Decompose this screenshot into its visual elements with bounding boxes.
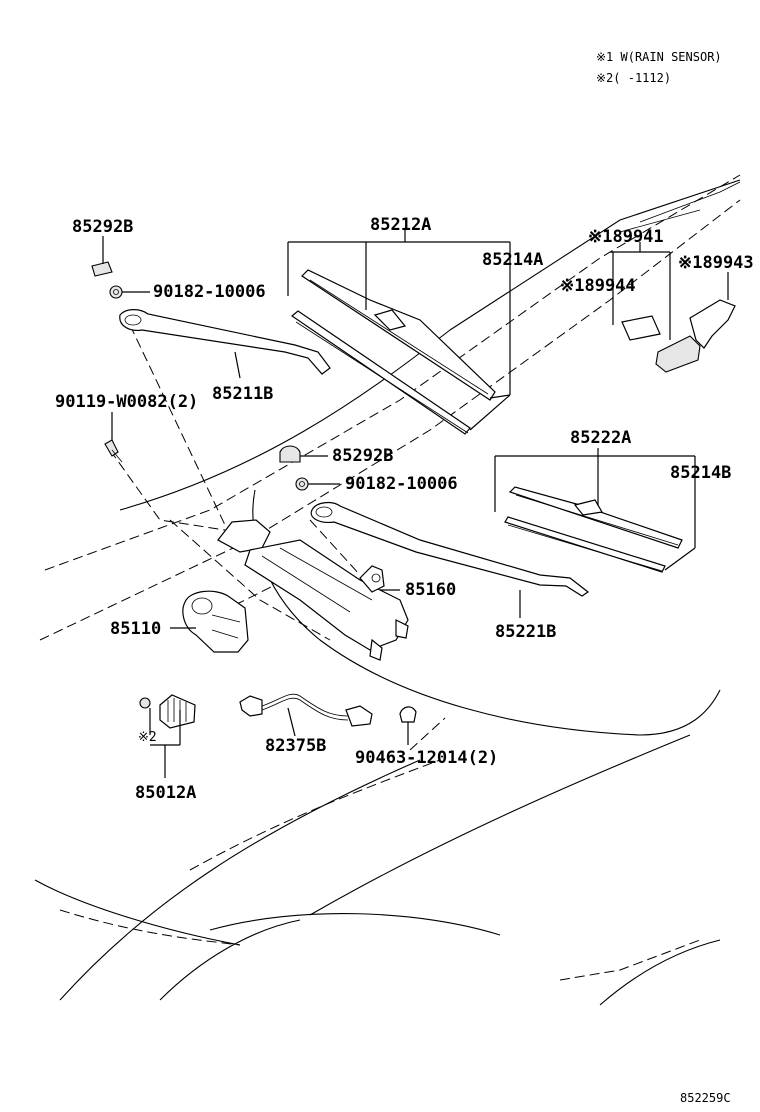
rain-sensor-parts[interactable] xyxy=(619,181,741,373)
label-85221B[interactable]: 85221B xyxy=(495,622,556,642)
label-90182-top[interactable]: 90182-10006 xyxy=(153,282,266,302)
label-85110[interactable]: 85110 xyxy=(110,619,161,639)
label-85160[interactable]: 85160 xyxy=(405,580,456,600)
washer-hose-82375B[interactable] xyxy=(239,693,373,727)
leader-lines xyxy=(102,230,729,778)
note-rain-sensor: ※1 W(RAIN SENSOR) xyxy=(596,50,722,64)
label-89944[interactable]: ※189944 xyxy=(560,276,636,296)
label-90119[interactable]: 90119-W0082(2) xyxy=(55,392,198,412)
part-labels: ※1 W(RAIN SENSOR) ※2( -1112) 85292B 9018… xyxy=(55,50,754,1105)
label-89943[interactable]: ※189943 xyxy=(678,253,754,273)
label-85292B-top[interactable]: 85292B xyxy=(72,217,133,237)
wiper-motor-85110[interactable] xyxy=(182,590,249,653)
wiper-arm-85211B[interactable] xyxy=(119,309,331,375)
label-85292B-mid[interactable]: 85292B xyxy=(332,446,393,466)
wiper-blade-85212A[interactable] xyxy=(291,269,496,435)
label-90463[interactable]: 90463-12014(2) xyxy=(355,748,498,768)
bolt-90119[interactable] xyxy=(104,439,123,463)
label-85012A-note: ※2 xyxy=(138,730,157,745)
wiper-arm-85221B[interactable] xyxy=(310,501,590,597)
label-85222A[interactable]: 85222A xyxy=(570,428,631,448)
label-85214B[interactable]: 85214B xyxy=(670,463,731,483)
label-85214A[interactable]: 85214A xyxy=(482,250,543,270)
clamp-90463[interactable] xyxy=(399,706,417,723)
figure-id: 852259C xyxy=(680,1091,731,1105)
label-89941[interactable]: ※189941 xyxy=(588,227,664,247)
label-85212A[interactable]: 85212A xyxy=(370,215,431,235)
cap-85292B-mid[interactable] xyxy=(279,445,301,463)
label-90182-mid[interactable]: 90182-10006 xyxy=(345,474,458,494)
spring-85012A[interactable] xyxy=(139,694,196,729)
nut-90182-mid[interactable] xyxy=(295,477,309,491)
assembly-dashed-lines xyxy=(109,324,446,751)
nut-90182-top[interactable] xyxy=(109,285,123,299)
label-85211B[interactable]: 85211B xyxy=(212,384,273,404)
wiper-blade-85222A[interactable] xyxy=(504,486,683,573)
label-82375B[interactable]: 82375B xyxy=(265,736,326,756)
note-date-range: ※2( -1112) xyxy=(596,71,671,85)
label-85012A[interactable]: 85012A xyxy=(135,783,196,803)
cap-85292B-top[interactable] xyxy=(91,261,113,277)
wiper-link-85160[interactable] xyxy=(217,519,409,661)
